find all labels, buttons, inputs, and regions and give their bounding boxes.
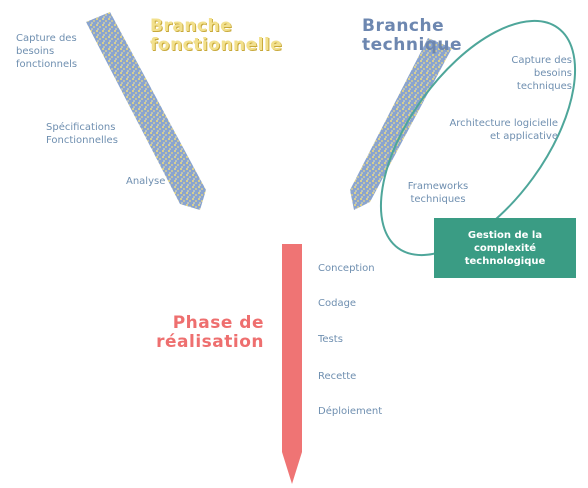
technical-item-frameworks: Frameworks techniques: [396, 180, 480, 206]
functional-item-analyse: Analyse: [126, 175, 165, 188]
functional-branch-title-line2: fonctionnelle: [150, 36, 282, 55]
functional-branch-title-line1: Branche: [150, 17, 282, 36]
tech-complexity-box: Gestion de la complexité technologique: [434, 218, 576, 278]
phase-step-conception: Conception: [318, 262, 375, 275]
phase-title: Phase de réalisation: [128, 314, 264, 352]
phase-title-line2: réalisation: [128, 333, 264, 352]
phase-title-line1: Phase de: [128, 314, 264, 333]
phase-step-deploiement: Déploiement: [318, 405, 382, 418]
phase-step-tests: Tests: [318, 333, 343, 346]
functional-item-capture: Capture des besoins fonctionnels: [16, 32, 106, 71]
functional-branch-title: Branche fonctionnelle: [150, 17, 282, 55]
functional-item-specifications: Spécifications Fonctionnelles: [46, 121, 146, 147]
phase-step-recette: Recette: [318, 370, 356, 383]
phase-step-codage: Codage: [318, 297, 356, 310]
technical-item-architecture: Architecture logicielle et applicative: [448, 117, 558, 143]
technical-branch-title-line2: technique: [362, 36, 462, 55]
technical-branch-title-line1: Branche: [362, 17, 462, 36]
technical-branch-title: Branche technique: [362, 17, 462, 55]
realisation-phase-pencil: [282, 244, 302, 484]
tech-complexity-label: Gestion de la complexité technologique: [438, 229, 572, 268]
technical-item-capture: Capture des besoins techniques: [488, 54, 572, 93]
